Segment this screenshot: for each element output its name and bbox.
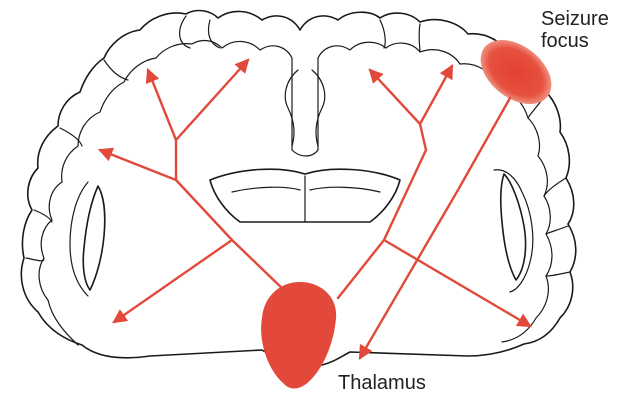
pathway-left-upper-arrow xyxy=(148,70,176,180)
pathway-right-upper-right-arrow xyxy=(420,66,452,124)
seizure-focus-label-line1: Seizure xyxy=(541,8,621,30)
pathway-right-lower-arrow xyxy=(384,240,530,326)
pathway-seizure-to-thalamus-arrow xyxy=(360,98,510,358)
right-sulcus-3 xyxy=(544,178,570,276)
pathway-left-lateral-arrow xyxy=(100,150,176,180)
thalamus-label: Thalamus xyxy=(338,372,426,394)
left-sulcus-2 xyxy=(60,60,128,146)
thalamus-shape xyxy=(261,282,336,389)
pathway-left-upper-right-arrow xyxy=(176,60,248,140)
seizure-focus-label-line2: focus xyxy=(541,30,621,52)
pathway-thalamus-left-trunk xyxy=(176,180,284,290)
pathway-right-upper-arrow xyxy=(370,70,426,150)
left-sulcus-3 xyxy=(26,210,52,261)
pathway-thalamus-right-trunk xyxy=(338,150,426,298)
left-ventricle xyxy=(83,186,105,290)
seizure-focus-label: Seizure focus xyxy=(541,8,621,52)
right-ventricle xyxy=(501,174,526,280)
pathway-left-lower-arrow xyxy=(114,240,232,322)
callosum-inner xyxy=(232,187,380,192)
